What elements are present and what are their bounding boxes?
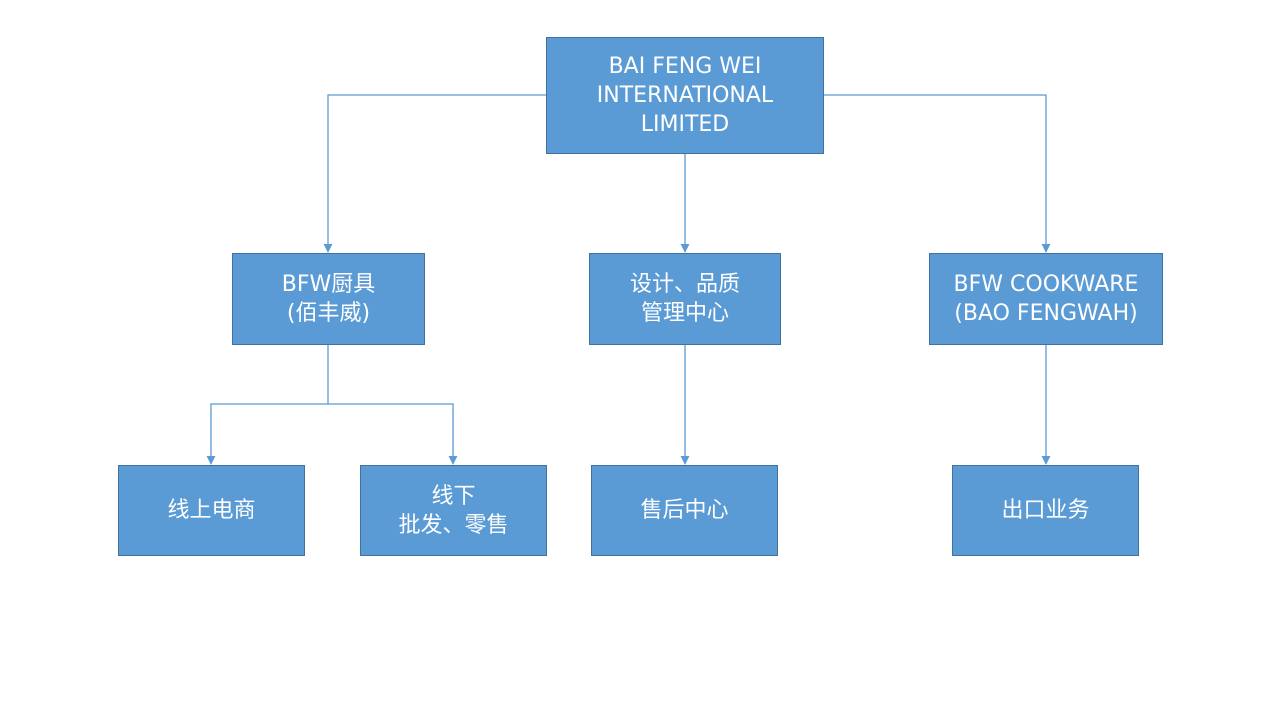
node-kitchenware-line-2: (佰丰威) (286, 301, 371, 326)
node-root-line-3: LIMITED (640, 112, 730, 137)
node-bai-feng-wei-international: BAI FENG WEI INTERNATIONAL LIMITED (546, 37, 824, 154)
node-offline-sales: 线下 批发、零售 (360, 465, 547, 556)
node-root-line-2: INTERNATIONAL (596, 83, 774, 108)
node-after-sales-line-1: 售后中心 (640, 498, 729, 523)
node-cookware-line-1: BFW COOKWARE (953, 272, 1139, 297)
node-bfw-kitchenware: BFW厨具 (佰丰威) (232, 253, 425, 345)
node-offline-line-2: 批发、零售 (398, 512, 509, 538)
node-export-business: 出口业务 (952, 465, 1139, 556)
node-design-line-2: 管理中心 (640, 301, 729, 326)
node-design-line-1: 设计、品质 (629, 272, 740, 297)
connector-kitchenware-to-online (206, 403, 328, 465)
node-after-sales-center: 售后中心 (591, 465, 778, 556)
connector-root-to-kitchenware (323, 94, 546, 253)
connector-root-to-cookware (824, 94, 1051, 253)
connector-kitchenware-to-offline (328, 403, 458, 465)
node-export-line-1: 出口业务 (1001, 498, 1090, 523)
node-bfw-cookware: BFW COOKWARE (BAO FENGWAH) (929, 253, 1163, 345)
node-kitchenware-line-1: BFW厨具 (281, 272, 376, 297)
node-root-line-1: BAI FENG WEI (608, 54, 762, 79)
node-online-line-1: 线上电商 (167, 498, 256, 523)
node-cookware-line-2: (BAO FENGWAH) (954, 301, 1138, 326)
node-design-quality-center: 设计、品质 管理中心 (589, 253, 781, 345)
node-online-ecommerce: 线上电商 (118, 465, 305, 556)
node-offline-line-1: 线下 (431, 483, 476, 509)
